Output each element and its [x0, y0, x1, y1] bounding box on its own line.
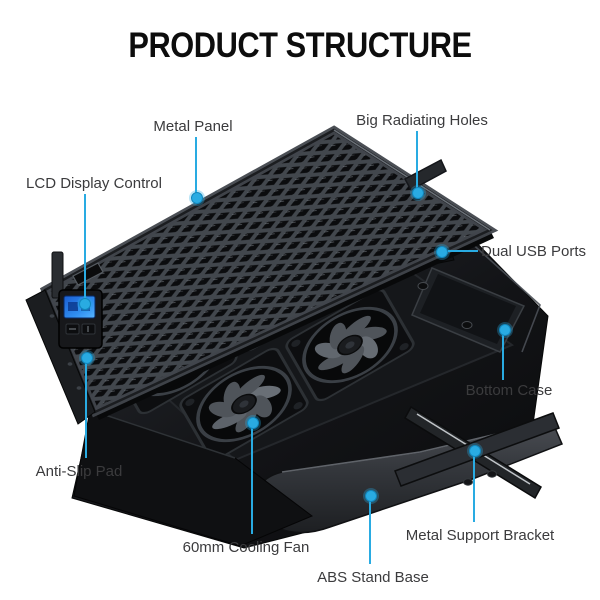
bottom-case-tray-recess: [411, 267, 526, 353]
logo-plate: [403, 158, 447, 192]
cooling-fan-right: [285, 288, 415, 402]
anti-slip-lip: [25, 289, 96, 425]
page-title: PRODUCT STRUCTURE: [128, 26, 472, 65]
cooling-fan-left: [179, 347, 309, 461]
lcd-display-shape: [51, 251, 103, 349]
metal-panel-shape: [25, 125, 499, 425]
panel-slot: [72, 262, 104, 286]
